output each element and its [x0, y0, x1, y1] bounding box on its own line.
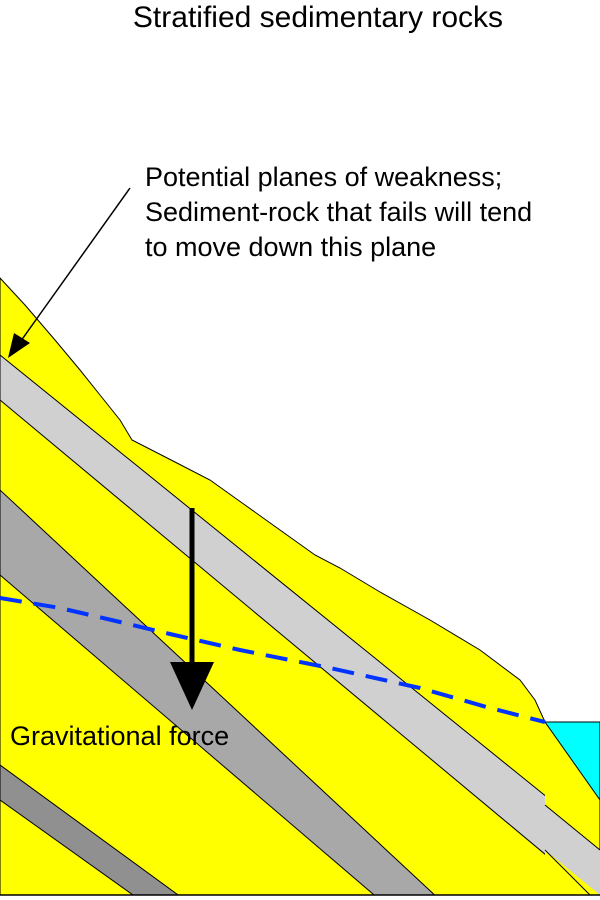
stratum-dark-gray — [0, 764, 187, 895]
annotation-line-2: Sediment-rock that fails will tend — [145, 197, 532, 227]
stratum-boundary — [544, 849, 591, 896]
page-title: Stratified sedimentary rocks — [133, 1, 503, 34]
gravity-arrowhead — [170, 662, 214, 710]
annotation-line-1: Potential planes of weakness; — [145, 162, 502, 192]
strata-group — [0, 353, 545, 895]
stratum-mid-gray — [0, 488, 442, 895]
weakness-pointer-arrowhead — [8, 333, 30, 358]
stratum-light-gray-lower — [545, 805, 600, 895]
water-table-line — [0, 596, 546, 724]
weakness-pointer-line — [17, 187, 131, 346]
annotation-line-3: to move down this plane — [145, 232, 436, 262]
stratum-boundary — [544, 804, 600, 851]
gravity-label: Gravitational force — [10, 721, 229, 751]
stratum-light-gray — [0, 353, 545, 895]
